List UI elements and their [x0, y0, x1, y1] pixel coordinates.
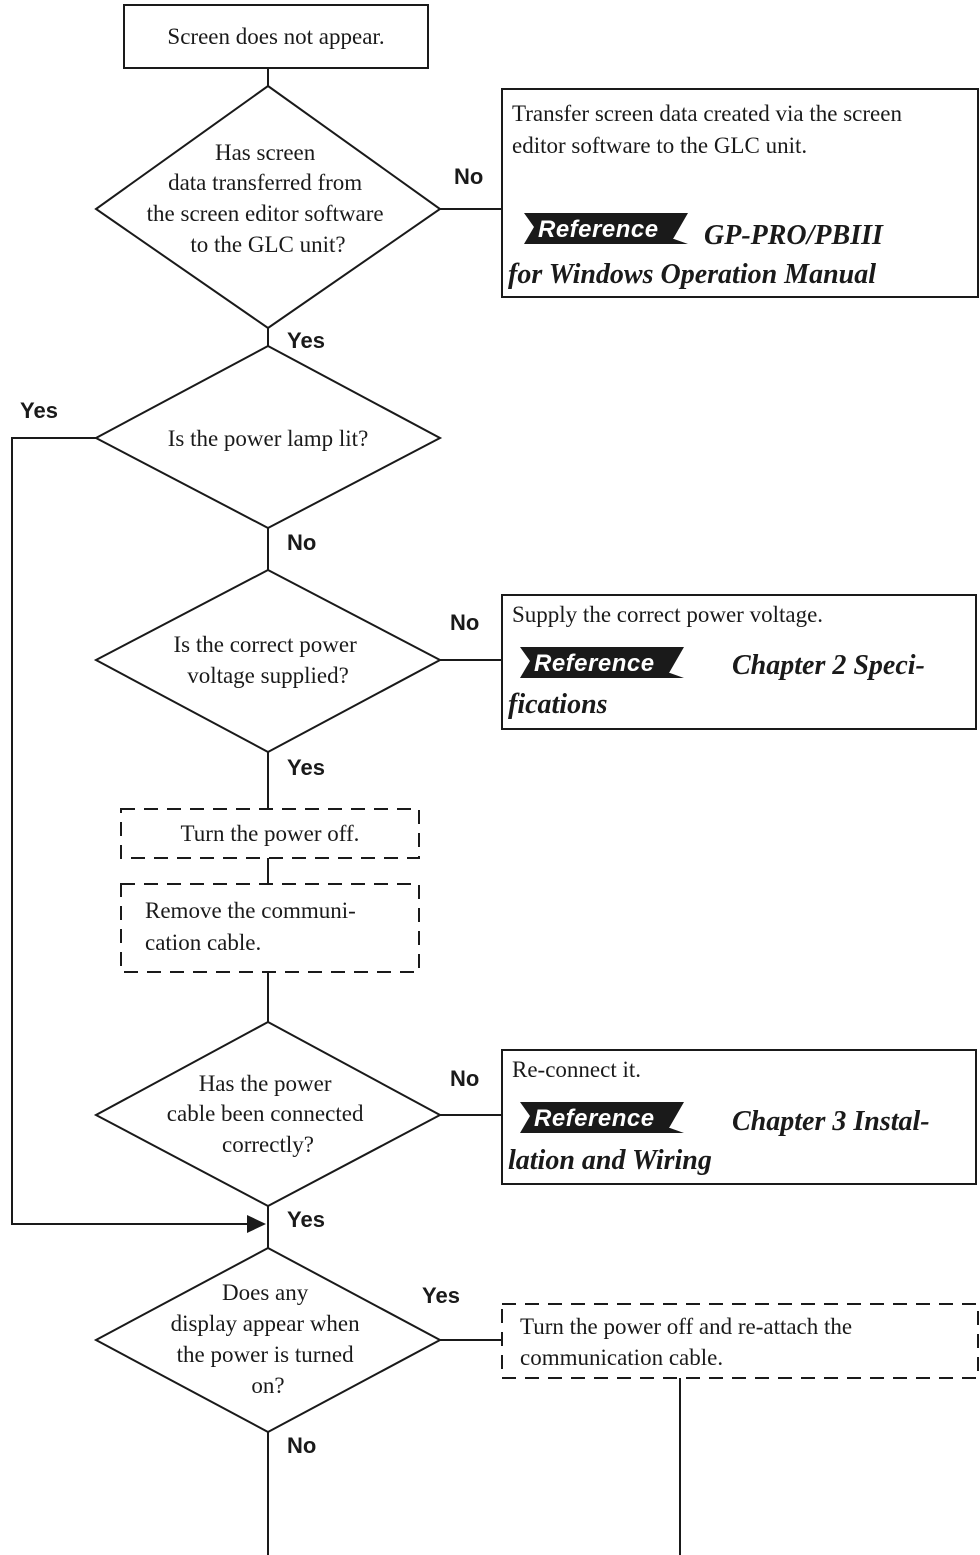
- label-no: No: [450, 1066, 479, 1091]
- label-yes: Yes: [287, 1207, 325, 1232]
- note-cable-text: Re-connect it.: [512, 1057, 641, 1082]
- reference-badge: Reference: [520, 1102, 684, 1133]
- svg-text:Reference: Reference: [538, 216, 659, 243]
- branch-labels: No Yes Yes No No Yes No Yes Yes No: [20, 164, 483, 1458]
- svg-text:Reference: Reference: [534, 650, 655, 677]
- decision-cable: Has the power cable been connected corre…: [93, 1020, 443, 1208]
- step-remove-cable-text: Remove the communi- cation cable.: [145, 898, 362, 955]
- decision-cable-text: Has the power cable been connected corre…: [167, 1071, 369, 1157]
- note-transfer-data: Transfer screen data created via the scr…: [501, 88, 979, 298]
- decision-voltage-text: Is the correct power voltage supplied?: [173, 632, 362, 688]
- connector-lines: [11, 68, 681, 1555]
- label-no: No: [287, 530, 316, 555]
- label-yes: Yes: [422, 1283, 460, 1308]
- decision-power-lamp: Is the power lamp lit?: [93, 344, 443, 530]
- label-yes: Yes: [287, 755, 325, 780]
- decision-power-lamp-text: Is the power lamp lit?: [168, 426, 369, 451]
- decision-transfer-text: Has screen data transferred from the scr…: [147, 140, 390, 257]
- step-reattach: Turn the power off and re-attach the com…: [501, 1303, 979, 1379]
- step-power-off: Turn the power off.: [120, 808, 420, 859]
- note-cable-reference: Chapter 3 Instal- lation and Wiring: [508, 1106, 937, 1176]
- decision-display: Does any display appear when the power i…: [93, 1246, 443, 1434]
- decision-transfer: Has screen data transferred from the scr…: [94, 84, 442, 330]
- note-cable: Re-connect it. Reference Chapter 3 Insta…: [501, 1049, 977, 1185]
- arrowhead-icon: [247, 1215, 266, 1233]
- note-voltage-text: Supply the correct power voltage.: [512, 602, 823, 627]
- start-text: Screen does not appear.: [167, 24, 384, 49]
- decision-voltage: Is the correct power voltage supplied?: [93, 568, 443, 754]
- label-no: No: [450, 610, 479, 635]
- note-voltage-reference: Chapter 2 Speci- fications: [508, 650, 932, 720]
- reference-badge: Reference: [524, 213, 688, 244]
- note-transfer-reference: GP-PRO/PBIII for Windows Operation Manua…: [508, 220, 890, 290]
- label-yes: Yes: [20, 398, 58, 423]
- svg-text:Reference: Reference: [534, 1105, 655, 1132]
- start-box: Screen does not appear.: [123, 4, 429, 69]
- note-voltage: Supply the correct power voltage. Refere…: [501, 594, 977, 730]
- label-yes: Yes: [287, 328, 325, 353]
- label-no: No: [287, 1433, 316, 1458]
- step-power-off-text: Turn the power off.: [181, 821, 360, 846]
- decision-display-text: Does any display appear when the power i…: [171, 1280, 366, 1398]
- step-remove-cable: Remove the communi- cation cable.: [120, 883, 420, 973]
- step-reattach-text: Turn the power off and re-attach the com…: [520, 1314, 858, 1370]
- note-transfer-text: Transfer screen data created via the scr…: [512, 101, 908, 158]
- reference-badge: Reference: [520, 647, 684, 678]
- label-no: No: [454, 164, 483, 189]
